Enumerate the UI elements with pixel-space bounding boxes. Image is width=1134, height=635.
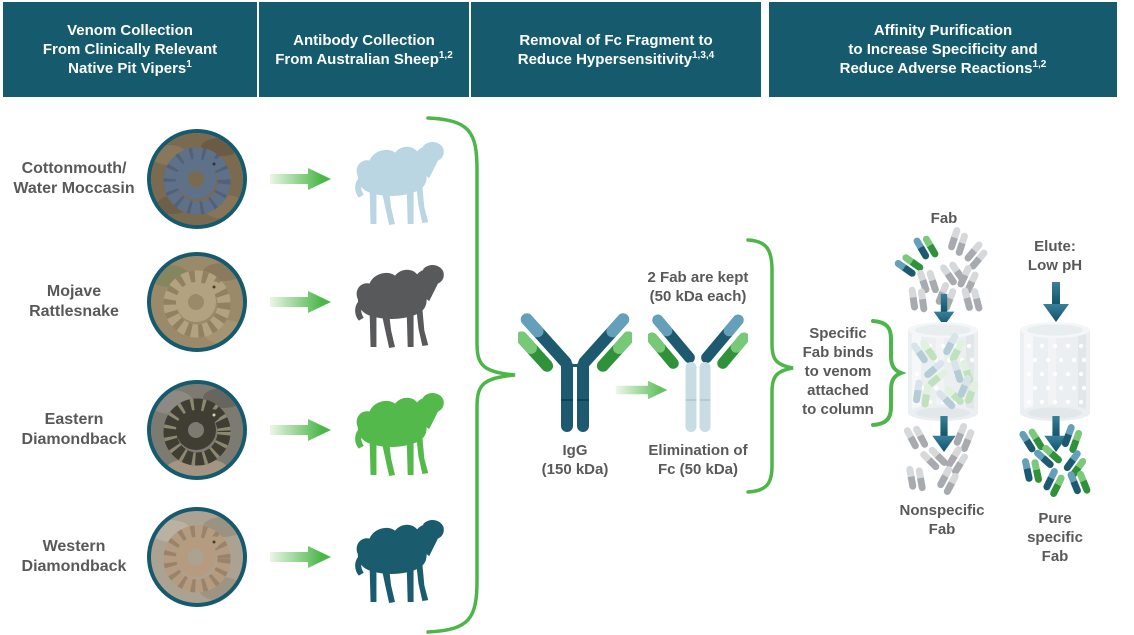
fab-pair-icon bbox=[904, 463, 928, 493]
sheep-icon bbox=[346, 517, 444, 603]
snake-photo-mojave bbox=[147, 252, 247, 352]
fab-label: Fab bbox=[930, 210, 958, 227]
header-line: Antibody Collection bbox=[293, 31, 435, 49]
snake-photo-cottonmouth bbox=[147, 129, 247, 229]
header-line: From Australian Sheep1,2 bbox=[275, 49, 453, 68]
snake-photo-eastern-diamondback bbox=[147, 380, 247, 480]
arrow-right-icon bbox=[270, 417, 332, 443]
nonspecific-fab-label: Nonspecific Fab bbox=[899, 502, 985, 538]
fab-and-fc-fragments-icon bbox=[648, 314, 748, 432]
pure-specific-fab-label: Pure specific Fab bbox=[1027, 510, 1083, 565]
snake-label-western-diamondback: Western Diamondback bbox=[21, 538, 127, 575]
snake-label-eastern-diamondback: Eastern Diamondback bbox=[21, 411, 127, 448]
fc-elimination-label: Elimination of Fc (50 kDa) bbox=[648, 442, 748, 478]
igg-label: IgG (150 kDa) bbox=[541, 442, 609, 478]
header-affinity-purification: Affinity Purification to Increase Specif… bbox=[769, 2, 1117, 97]
snake-label-mojave: Mojave Rattlesnake bbox=[29, 283, 119, 320]
arrow-right-icon bbox=[270, 289, 332, 315]
fab-pair-icon bbox=[959, 284, 985, 315]
snake-photo-western-diamondback bbox=[147, 507, 247, 607]
fab-kept-label: 2 Fab are kept (50 kDa each) bbox=[647, 269, 749, 305]
header-line: Reduce Adverse Reactions1,2 bbox=[839, 59, 1047, 78]
header-line: Affinity Purification bbox=[873, 22, 1013, 39]
header-fc-removal: Removal of Fc Fragment to Reduce Hyperse… bbox=[471, 2, 761, 97]
fab-pair-icon bbox=[906, 285, 930, 315]
header-line: to Increase Specificity and bbox=[848, 41, 1038, 58]
snake-label-cottonmouth: Cottonmouth/ Water Moccasin bbox=[13, 160, 135, 197]
elution-column-icon bbox=[1018, 320, 1092, 422]
sheep-icon bbox=[346, 262, 444, 348]
header-antibody-collection: Antibody Collection From Australian Shee… bbox=[259, 2, 469, 97]
sheep-icon bbox=[346, 139, 444, 225]
header-line: Reduce Hypersensitivity1,3,4 bbox=[517, 49, 715, 68]
arrow-right-icon bbox=[270, 544, 332, 570]
fab-pair-icon bbox=[1065, 466, 1094, 499]
elute-low-ph-label: Elute: Low pH bbox=[1027, 238, 1083, 274]
header-venom-collection: Venom Collection From Clinically Relevan… bbox=[3, 2, 257, 97]
header-line: From Clinically Relevant bbox=[42, 41, 218, 58]
header-line: Venom Collection bbox=[67, 22, 193, 39]
arrow-right-icon bbox=[270, 166, 332, 192]
specific-fab-binds-label: Specific Fab binds to venom attached to … bbox=[802, 325, 874, 418]
sheep-icon bbox=[346, 390, 444, 476]
igg-antibody-icon bbox=[518, 313, 632, 432]
arrow-down-icon bbox=[1043, 282, 1069, 322]
header-line: Removal of Fc Fragment to bbox=[519, 31, 713, 49]
fab-pair-icon bbox=[910, 379, 934, 409]
header-line: Native Pit Vipers1 bbox=[68, 59, 192, 78]
